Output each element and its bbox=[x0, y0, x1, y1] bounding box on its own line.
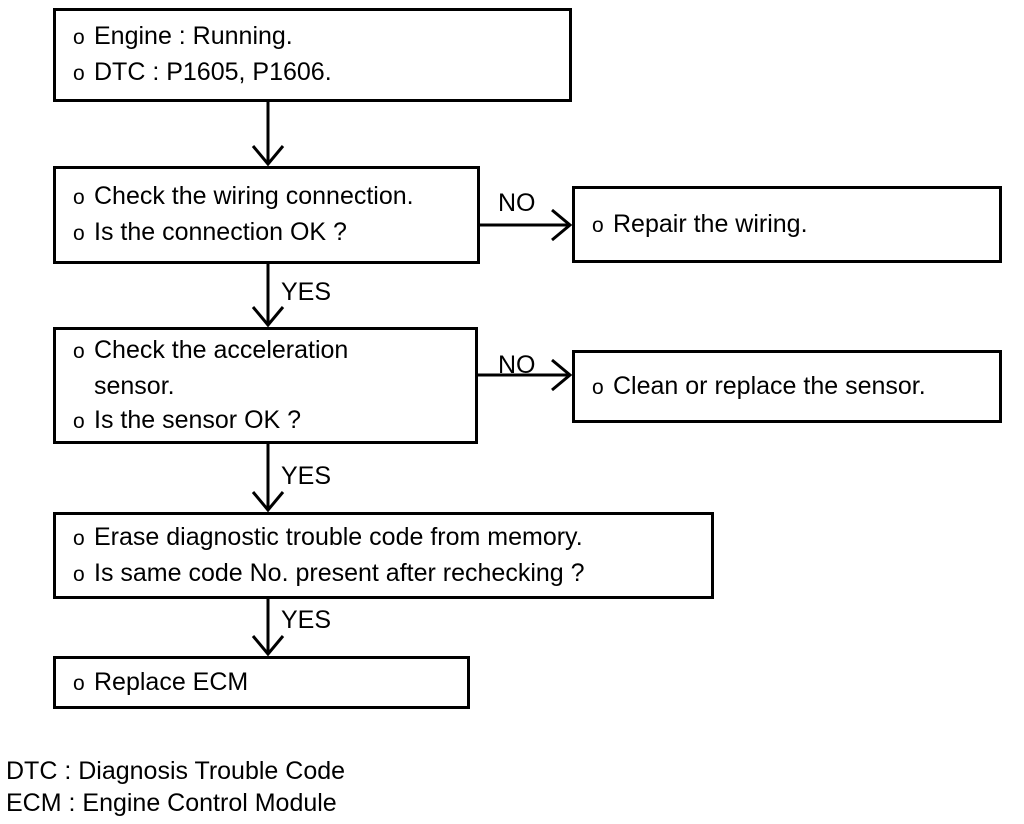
edge-label-no-wiring: NO bbox=[498, 189, 536, 217]
bullet-icon: o bbox=[73, 409, 85, 433]
node-text: Clean or replace the sensor. bbox=[613, 371, 926, 400]
edge-label-yes-wiring: YES bbox=[281, 278, 332, 306]
node-line: o Erase diagnostic trouble code from mem… bbox=[56, 520, 711, 556]
bullet-icon: o bbox=[73, 339, 85, 363]
node-replace-ecm: o Replace ECM bbox=[53, 656, 470, 709]
node-text: Check the wiring connection. bbox=[94, 182, 414, 210]
bullet-icon: o bbox=[73, 671, 85, 695]
arrowhead-node4 bbox=[251, 491, 285, 513]
node-check-acceleration-sensor: o Check the acceleration sensor. o Is th… bbox=[53, 327, 478, 444]
bullet-icon: o bbox=[73, 222, 85, 245]
arrowhead-repair bbox=[551, 208, 573, 242]
node-line: o Is the connection OK ? bbox=[56, 215, 477, 251]
node-text: Erase diagnostic trouble code from memor… bbox=[94, 522, 583, 551]
node-erase-dtc: o Erase diagnostic trouble code from mem… bbox=[53, 512, 714, 599]
node-line: o Engine : Running. bbox=[56, 19, 569, 55]
node-line: o Is the sensor OK ? bbox=[56, 403, 475, 439]
arrowhead-clean bbox=[551, 358, 573, 392]
node-text: Is same code No. present after recheckin… bbox=[94, 558, 585, 587]
legend-line-ecm: ECM : Engine Control Module bbox=[6, 789, 337, 817]
arrowhead-node5 bbox=[251, 635, 285, 657]
node-line: o DTC : P1605, P1606. bbox=[56, 55, 569, 91]
bullet-icon: o bbox=[73, 526, 85, 550]
node-text: Is the sensor OK ? bbox=[94, 405, 302, 434]
legend-line-dtc: DTC : Diagnosis Trouble Code bbox=[6, 757, 346, 785]
bullet-icon: o bbox=[592, 213, 604, 237]
node-line: o Clean or replace the sensor. bbox=[575, 369, 999, 405]
node-text: Check the acceleration bbox=[94, 335, 349, 364]
bullet-icon: o bbox=[592, 375, 604, 399]
node-line: o Replace ECM bbox=[56, 665, 467, 701]
edge-label-yes-sensor: YES bbox=[281, 462, 332, 490]
node-line: o Check the wiring connection. bbox=[56, 179, 477, 215]
node-line: sensor. bbox=[56, 369, 475, 403]
node-line: o Check the acceleration bbox=[56, 333, 475, 369]
edge-label-no-sensor: NO bbox=[498, 351, 536, 379]
arrowhead-node2 bbox=[251, 145, 285, 167]
node-line: o Is same code No. present after recheck… bbox=[56, 556, 711, 592]
bullet-icon: o bbox=[73, 62, 85, 85]
node-clean-replace-sensor: o Clean or replace the sensor. bbox=[572, 350, 1002, 423]
node-text: DTC : P1605, P1606. bbox=[94, 58, 332, 86]
node-repair-wiring: o Repair the wiring. bbox=[572, 186, 1002, 263]
node-text: sensor. bbox=[94, 371, 175, 400]
node-text: Repair the wiring. bbox=[613, 209, 808, 238]
arrowhead-node3 bbox=[251, 306, 285, 328]
bullet-icon: o bbox=[73, 26, 85, 49]
node-text: Is the connection OK ? bbox=[94, 218, 347, 246]
node-text: Replace ECM bbox=[94, 667, 249, 696]
edge-label-yes-recheck: YES bbox=[281, 606, 332, 634]
node-check-wiring: o Check the wiring connection. o Is the … bbox=[53, 166, 480, 264]
bullet-icon: o bbox=[73, 562, 85, 586]
node-text: Engine : Running. bbox=[94, 22, 293, 50]
node-engine-dtc: o Engine : Running. o DTC : P1605, P1606… bbox=[53, 8, 572, 102]
bullet-icon: o bbox=[73, 186, 85, 209]
node-line: o Repair the wiring. bbox=[575, 207, 999, 243]
